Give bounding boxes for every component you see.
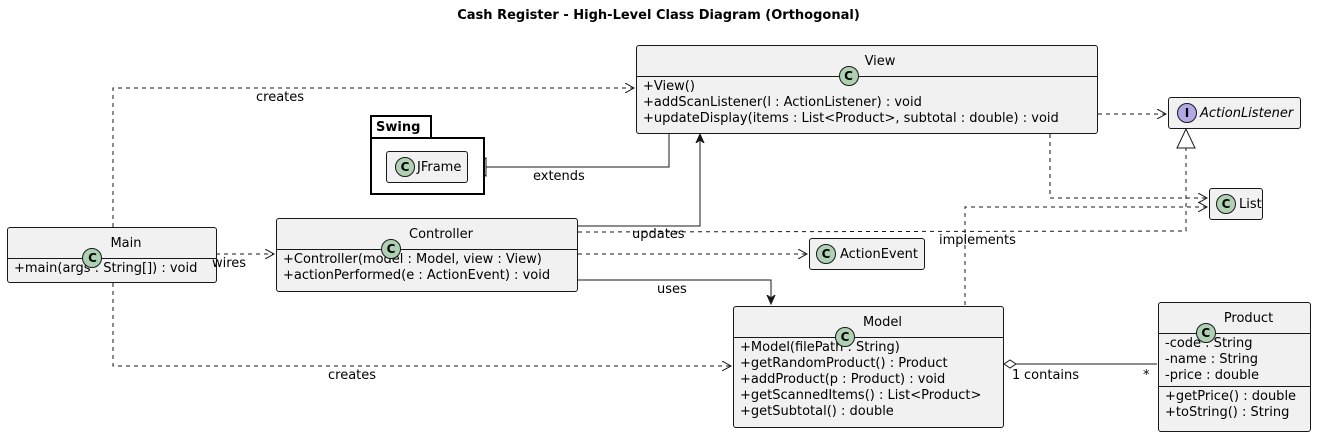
edge-jframe-extends-view (486, 133, 670, 168)
label-multiplicity-model: 1 (1012, 368, 1021, 383)
class-members: +Model(filePath : String) +getRandomProd… (734, 337, 1003, 422)
edge-main-creates-model (112, 283, 731, 366)
class-stereotype-icon: C (838, 66, 859, 86)
class-stereotype-icon: C (1216, 194, 1236, 214)
class-stereotype-icon: C (1195, 323, 1216, 343)
label-implements: implements (939, 233, 1016, 248)
field: -name : String (1165, 352, 1258, 367)
edge-controller-list (577, 135, 1187, 233)
field: -price : double (1165, 368, 1259, 383)
label-uses: uses (657, 282, 687, 297)
class-list[interactable]: C List (1209, 188, 1263, 220)
class-actionevent[interactable]: C ActionEvent (809, 238, 925, 270)
class-stereotype-icon: C (834, 327, 855, 347)
label-extends: extends (533, 169, 585, 184)
edge-view-list (1049, 134, 1207, 198)
label-main-creates-view: creates (256, 90, 305, 105)
class-stereotype-icon: C (82, 248, 103, 268)
edge-controller-updates-view (578, 134, 700, 227)
class-members: +Controller(model : Model, view : View) … (277, 249, 577, 286)
member: +main(args : String[]) : void (14, 261, 198, 276)
class-name: Controller (409, 226, 473, 242)
class-name: Model (862, 314, 903, 330)
label-main-creates-model: creates (328, 368, 377, 383)
edge-main-creates-view (112, 88, 634, 227)
class-controller[interactable]: C Controller +Controller(model : Model, … (276, 218, 578, 292)
aggregation-diamond (1003, 359, 1017, 369)
class-stereotype-icon: C (395, 157, 415, 177)
class-view[interactable]: C View +View() +addScanListener(l : Acti… (636, 45, 1098, 134)
member: +addScanListener(l : ActionListener) : v… (643, 95, 922, 110)
label-updates: updates (632, 227, 685, 242)
diagram-title: Cash Register - High-Level Class Diagram… (457, 8, 860, 23)
interface-stereotype-icon: I (1177, 103, 1197, 123)
method: +toString() : String (1165, 405, 1290, 420)
class-fields: -code : String -name : String -price : d… (1159, 333, 1310, 386)
class-model[interactable]: C Model +Model(filePath : String) +getRa… (733, 306, 1004, 428)
member: +addProduct(p : Product) : void (740, 372, 946, 387)
edge-controller-uses-model (578, 279, 771, 304)
method: +getPrice() : double (1165, 389, 1297, 404)
class-name: View (864, 53, 896, 69)
member: +getRandomProduct() : Product (740, 356, 948, 371)
label-multiplicity-product: * (1143, 368, 1150, 383)
class-actionlistener[interactable]: I ActionListener (1168, 97, 1301, 129)
member: +actionPerformed(e : ActionEvent) : void (283, 268, 551, 283)
class-name: ActionListener (1200, 105, 1294, 121)
class-jframe[interactable]: C JFrame (386, 151, 468, 183)
member: +updateDisplay(items : List<Product>, su… (643, 111, 1059, 126)
label-contains: contains (1024, 368, 1080, 383)
class-name: Main (110, 235, 142, 251)
class-name: List (1239, 196, 1262, 212)
class-product[interactable]: C Product -code : String -name : String … (1158, 302, 1311, 432)
edge-model-list (964, 207, 1207, 305)
class-methods: +getPrice() : double +toString() : Strin… (1159, 386, 1310, 423)
member: +getScannedItems() : List<Product> (740, 388, 982, 403)
class-members: +main(args : String[]) : void (8, 258, 216, 279)
class-stereotype-icon: C (816, 244, 836, 264)
class-name: JFrame (417, 159, 462, 175)
member: +getSubtotal() : double (740, 404, 894, 419)
label-wires: wires (212, 256, 247, 271)
class-main[interactable]: C Main +main(args : String[]) : void (7, 227, 217, 283)
member: +View() (643, 79, 695, 94)
class-name: ActionEvent (840, 246, 918, 262)
class-name: Product (1223, 310, 1274, 326)
member: +Model(filePath : String) (740, 340, 900, 355)
package-swing-tab: Swing (370, 115, 432, 139)
implements-triangle (1176, 127, 1196, 149)
member: +Controller(model : Model, view : View) (283, 252, 542, 267)
field: -code : String (1165, 336, 1253, 351)
class-members: +View() +addScanListener(l : ActionListe… (637, 76, 1097, 129)
class-stereotype-icon: C (381, 239, 402, 259)
